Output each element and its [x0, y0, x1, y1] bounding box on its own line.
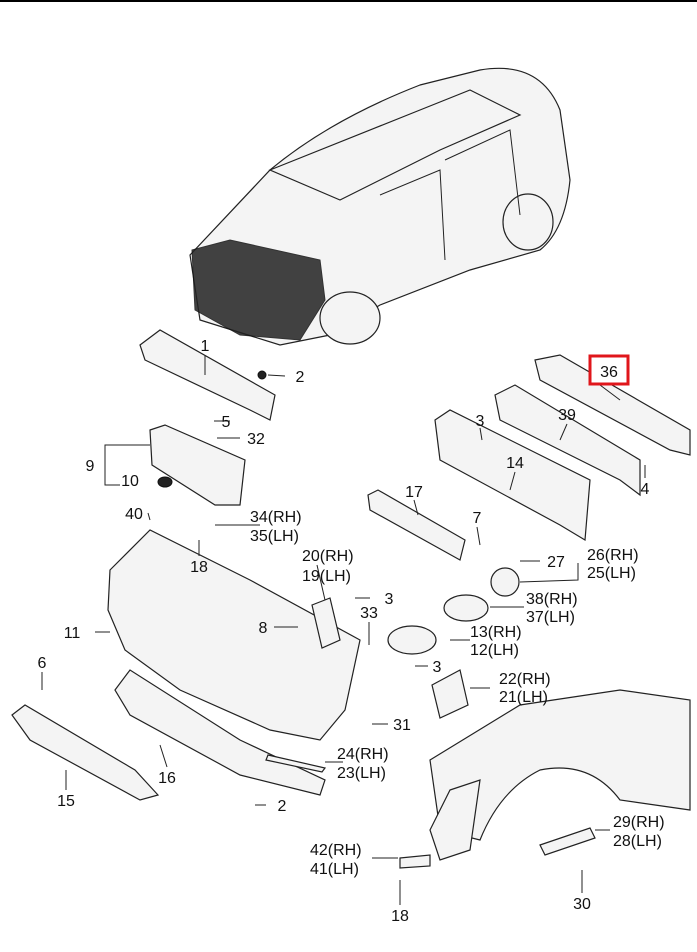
- part-39-absorber: [494, 384, 641, 497]
- part-2-nut: [257, 370, 267, 380]
- part-22-bracket: [431, 669, 469, 719]
- callout-40[interactable]: 40: [125, 506, 143, 523]
- callout-3c[interactable]: 3: [433, 659, 442, 676]
- part-17-shape: [367, 489, 466, 561]
- top-border: [0, 0, 697, 2]
- callout-33[interactable]: 33: [360, 605, 378, 622]
- part-16-shape: [114, 669, 326, 796]
- callout-34[interactable]: 34(RH): [250, 509, 302, 526]
- callout-9[interactable]: 9: [86, 458, 95, 475]
- callout-2b[interactable]: 2: [278, 798, 287, 815]
- callout-31[interactable]: 31: [393, 717, 411, 734]
- part-10-emblem: [157, 476, 173, 488]
- part-42-shape: [399, 854, 431, 869]
- part-14-shape: [434, 409, 591, 542]
- callout-24[interactable]: 24(RH): [337, 746, 389, 763]
- callout-18b[interactable]: 18: [391, 908, 409, 925]
- part-15-shape: [11, 704, 160, 801]
- callout-7[interactable]: 7: [473, 510, 482, 527]
- callout-25[interactable]: 25(LH): [587, 565, 636, 582]
- callout-27[interactable]: 27: [547, 554, 565, 571]
- callout-30[interactable]: 30: [573, 896, 591, 913]
- car-illustration: [189, 67, 571, 346]
- part-27-lamp: [490, 567, 520, 597]
- callout-21[interactable]: 21(LH): [499, 689, 548, 706]
- callout-18[interactable]: 18: [190, 559, 208, 576]
- part-29-shape: [539, 827, 596, 856]
- part-9-grille: [149, 424, 246, 506]
- callout-20[interactable]: 20(RH): [302, 548, 354, 565]
- callout-32[interactable]: 32: [247, 431, 265, 448]
- liner-shape: [429, 779, 481, 861]
- callout-2[interactable]: 2: [296, 369, 305, 386]
- callout-39[interactable]: 39: [558, 407, 576, 424]
- callout-22[interactable]: 22(RH): [499, 671, 551, 688]
- callout-41[interactable]: 41(LH): [310, 861, 359, 878]
- callout-5[interactable]: 5: [222, 414, 231, 431]
- callout-1[interactable]: 1: [201, 338, 210, 355]
- leader-lines: [41, 355, 646, 905]
- callout-15[interactable]: 15: [57, 793, 75, 810]
- callout-28[interactable]: 28(LH): [613, 833, 662, 850]
- callout-19[interactable]: 19(LH): [302, 568, 351, 585]
- callout-26[interactable]: 26(RH): [587, 547, 639, 564]
- callout-12[interactable]: 12(LH): [470, 642, 519, 659]
- callout-3b[interactable]: 3: [385, 591, 394, 608]
- callout-3[interactable]: 3: [476, 413, 485, 430]
- callout-38[interactable]: 38(RH): [526, 591, 578, 608]
- callout-6[interactable]: 6: [38, 655, 47, 672]
- part-38-cover: [443, 594, 489, 622]
- callout-17[interactable]: 17: [405, 484, 423, 501]
- callout-8[interactable]: 8: [259, 620, 268, 637]
- part-20-bracket: [311, 597, 341, 649]
- callout-42[interactable]: 42(RH): [310, 842, 362, 859]
- callout-10[interactable]: 10: [121, 473, 139, 490]
- part-11-bumper: [107, 529, 361, 741]
- callout-29[interactable]: 29(RH): [613, 814, 665, 831]
- callout-14[interactable]: 14: [506, 455, 524, 472]
- part-13-cover: [387, 625, 437, 655]
- fender-shape: [429, 689, 691, 841]
- highlight-box-36: [588, 354, 630, 386]
- callout-11[interactable]: 11: [64, 625, 81, 642]
- callout-4[interactable]: 4: [641, 481, 650, 498]
- callout-37[interactable]: 37(LH): [526, 609, 575, 626]
- part-24-strip: [265, 754, 327, 773]
- callout-16[interactable]: 16: [158, 770, 176, 787]
- part-36-beam: [534, 354, 691, 456]
- callout-36[interactable]: 36: [600, 364, 618, 381]
- callout-13[interactable]: 13(RH): [470, 624, 522, 641]
- callout-labels: 1 2 36 3 39 5 32 9 10 14 4 17 40 7 34(RH…: [38, 338, 665, 925]
- callout-23[interactable]: 23(LH): [337, 765, 386, 782]
- callout-35[interactable]: 35(LH): [250, 528, 299, 545]
- part-1-shape: [139, 329, 276, 421]
